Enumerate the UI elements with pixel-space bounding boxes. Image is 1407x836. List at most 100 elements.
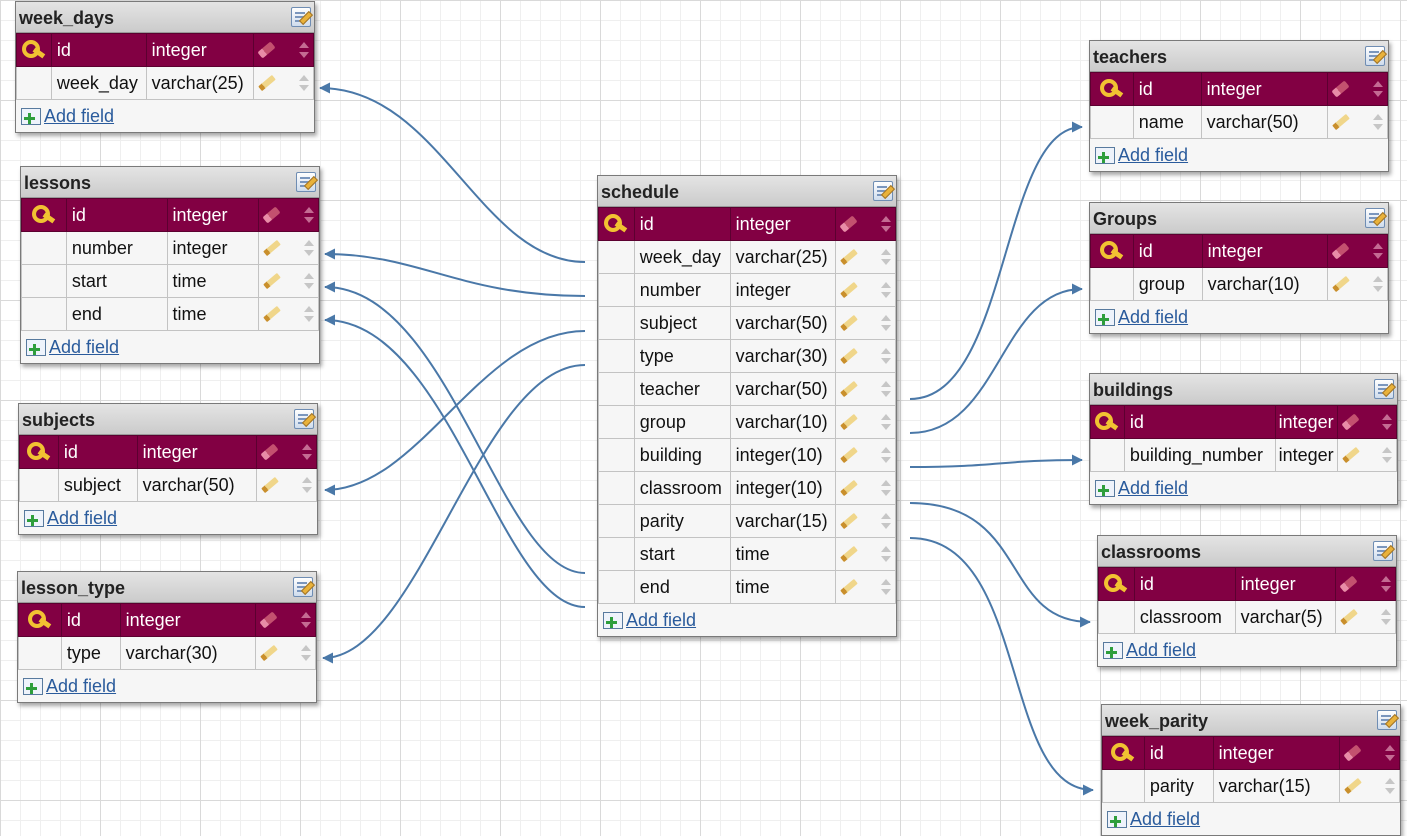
edit-field-icon[interactable] bbox=[840, 446, 859, 464]
add-field-icon[interactable] bbox=[1095, 479, 1115, 497]
field-row[interactable]: start time bbox=[598, 537, 896, 571]
add-field-icon[interactable] bbox=[1095, 308, 1115, 326]
edit-table-icon[interactable] bbox=[291, 7, 311, 27]
reorder-arrows-icon[interactable] bbox=[301, 611, 311, 629]
field-row[interactable]: type varchar(30) bbox=[18, 636, 316, 670]
field-row[interactable]: id integer bbox=[18, 603, 316, 637]
table-lesson-type[interactable]: lesson_type id integer type varchar(30) … bbox=[17, 571, 317, 703]
field-row[interactable]: id integer bbox=[1098, 567, 1396, 601]
table-header[interactable]: lesson_type bbox=[18, 572, 316, 603]
reorder-arrows-icon[interactable] bbox=[881, 413, 891, 431]
reorder-arrows-icon[interactable] bbox=[881, 512, 891, 530]
add-field-link[interactable]: Add field bbox=[1118, 477, 1189, 498]
field-row[interactable]: end time bbox=[21, 297, 319, 331]
field-row[interactable]: teacher varchar(50) bbox=[598, 372, 896, 406]
reorder-arrows-icon[interactable] bbox=[881, 281, 891, 299]
table-header[interactable]: lessons bbox=[21, 167, 319, 198]
table-header[interactable]: subjects bbox=[19, 404, 317, 435]
add-field-icon[interactable] bbox=[1095, 146, 1115, 164]
field-row[interactable]: id integer bbox=[1090, 405, 1397, 439]
edit-table-icon[interactable] bbox=[1373, 541, 1393, 561]
table-header[interactable]: Groups bbox=[1090, 203, 1388, 234]
edit-field-icon[interactable] bbox=[840, 281, 859, 299]
edit-field-icon[interactable] bbox=[263, 272, 282, 290]
field-row[interactable]: classroom integer(10) bbox=[598, 471, 896, 505]
field-row[interactable]: group varchar(10) bbox=[598, 405, 896, 439]
field-row[interactable]: id integer bbox=[21, 198, 319, 232]
edit-table-icon[interactable] bbox=[1365, 208, 1385, 228]
reorder-arrows-icon[interactable] bbox=[1373, 113, 1383, 131]
add-field-icon[interactable] bbox=[603, 611, 623, 629]
field-row[interactable]: building integer(10) bbox=[598, 438, 896, 472]
delete-field-icon[interactable] bbox=[262, 206, 281, 224]
delete-field-icon[interactable] bbox=[257, 41, 277, 59]
add-field-link[interactable]: Add field bbox=[46, 675, 117, 696]
reorder-arrows-icon[interactable] bbox=[299, 74, 309, 92]
reorder-arrows-icon[interactable] bbox=[1381, 575, 1391, 593]
edit-field-icon[interactable] bbox=[258, 74, 277, 92]
reorder-arrows-icon[interactable] bbox=[299, 41, 309, 59]
edit-field-icon[interactable] bbox=[840, 314, 859, 332]
edit-table-icon[interactable] bbox=[1365, 46, 1385, 66]
reorder-arrows-icon[interactable] bbox=[881, 215, 891, 233]
add-field-link[interactable]: Add field bbox=[1130, 808, 1201, 829]
add-field-link[interactable]: Add field bbox=[44, 105, 115, 126]
delete-field-icon[interactable] bbox=[1343, 744, 1362, 762]
edit-field-icon[interactable] bbox=[840, 380, 859, 398]
field-row[interactable]: start time bbox=[21, 264, 319, 298]
field-row[interactable]: id integer bbox=[19, 435, 317, 469]
reorder-arrows-icon[interactable] bbox=[1373, 275, 1383, 293]
table-header[interactable]: schedule bbox=[598, 176, 896, 207]
field-row[interactable]: number integer bbox=[598, 273, 896, 307]
delete-field-icon[interactable] bbox=[839, 215, 859, 233]
field-row[interactable]: end time bbox=[598, 570, 896, 604]
edit-field-icon[interactable] bbox=[1332, 275, 1351, 293]
reorder-arrows-icon[interactable] bbox=[1381, 608, 1391, 626]
edit-table-icon[interactable] bbox=[294, 409, 314, 429]
field-row[interactable]: type varchar(30) bbox=[598, 339, 896, 373]
edit-field-icon[interactable] bbox=[840, 347, 859, 365]
reorder-arrows-icon[interactable] bbox=[302, 476, 312, 494]
delete-field-icon[interactable] bbox=[260, 443, 279, 461]
table-header[interactable]: week_days bbox=[16, 2, 314, 33]
add-field-link[interactable]: Add field bbox=[49, 336, 120, 357]
edit-table-icon[interactable] bbox=[1377, 710, 1397, 730]
table-lessons[interactable]: lessons id integer number integer start … bbox=[20, 166, 320, 364]
table-header[interactable]: teachers bbox=[1090, 41, 1388, 72]
add-field-link[interactable]: Add field bbox=[1118, 306, 1189, 327]
edit-field-icon[interactable] bbox=[1344, 777, 1363, 795]
edit-table-icon[interactable] bbox=[873, 181, 893, 201]
edit-field-icon[interactable] bbox=[1341, 446, 1360, 464]
delete-field-icon[interactable] bbox=[259, 611, 278, 629]
reorder-arrows-icon[interactable] bbox=[881, 314, 891, 332]
reorder-arrows-icon[interactable] bbox=[1385, 777, 1395, 795]
add-field-link[interactable]: Add field bbox=[1126, 639, 1197, 660]
field-row[interactable]: id integer bbox=[598, 207, 896, 241]
edit-field-icon[interactable] bbox=[261, 476, 280, 494]
table-buildings[interactable]: buildings id integer building_number int… bbox=[1089, 373, 1398, 505]
edit-field-icon[interactable] bbox=[1340, 608, 1359, 626]
field-row[interactable]: group varchar(10) bbox=[1090, 267, 1388, 301]
reorder-arrows-icon[interactable] bbox=[881, 347, 891, 365]
field-row[interactable]: week_day varchar(25) bbox=[598, 240, 896, 274]
reorder-arrows-icon[interactable] bbox=[304, 206, 314, 224]
add-field-icon[interactable] bbox=[23, 677, 43, 695]
field-row[interactable]: id integer bbox=[1090, 72, 1388, 106]
edit-field-icon[interactable] bbox=[840, 545, 859, 563]
add-field-link[interactable]: Add field bbox=[626, 609, 697, 630]
reorder-arrows-icon[interactable] bbox=[881, 446, 891, 464]
edit-table-icon[interactable] bbox=[293, 577, 313, 597]
table-teachers[interactable]: teachers id integer name varchar(50) Add… bbox=[1089, 40, 1389, 172]
reorder-arrows-icon[interactable] bbox=[304, 305, 314, 323]
field-row[interactable]: parity varchar(15) bbox=[598, 504, 896, 538]
field-row[interactable]: parity varchar(15) bbox=[1102, 769, 1400, 803]
reorder-arrows-icon[interactable] bbox=[1382, 413, 1392, 431]
add-field-icon[interactable] bbox=[26, 338, 46, 356]
delete-field-icon[interactable] bbox=[1331, 80, 1350, 98]
reorder-arrows-icon[interactable] bbox=[881, 578, 891, 596]
edit-field-icon[interactable] bbox=[840, 413, 859, 431]
edit-field-icon[interactable] bbox=[840, 512, 859, 530]
add-field-icon[interactable] bbox=[24, 509, 44, 527]
edit-field-icon[interactable] bbox=[840, 578, 859, 596]
edit-field-icon[interactable] bbox=[840, 479, 859, 497]
